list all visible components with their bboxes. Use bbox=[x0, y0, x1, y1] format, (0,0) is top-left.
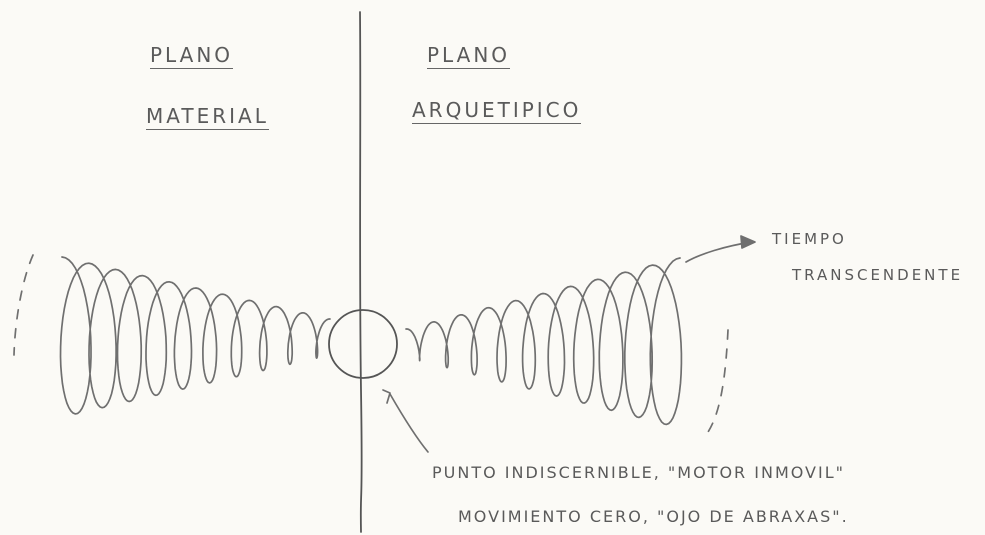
left-plane-title: PLANO bbox=[150, 43, 234, 69]
time-label-line2: TRANSCENDENTE bbox=[792, 266, 964, 284]
point-arrow-line bbox=[389, 393, 429, 453]
center-point-circle bbox=[328, 309, 398, 379]
time-label-line1: TIEMPO bbox=[772, 230, 847, 248]
right-plane-title: PLANO bbox=[427, 43, 511, 69]
point-label-line1: PUNTO INDISCERNIBLE, "MOTOR INMOVIL" bbox=[432, 463, 845, 482]
right-plane-subtitle: ARQUETIPICO bbox=[412, 98, 582, 124]
right-spiral bbox=[405, 257, 683, 426]
left-dashed-continuation bbox=[13, 254, 34, 356]
point-arrow-head bbox=[382, 389, 391, 404]
left-plane-subtitle: MATERIAL bbox=[146, 104, 269, 130]
time-arrow-head bbox=[740, 235, 756, 249]
point-label-line2: MOVIMIENTO CERO, "OJO DE ABRAXAS". bbox=[458, 507, 849, 526]
right-dashed-continuation bbox=[707, 329, 729, 433]
left-spiral bbox=[59, 256, 331, 415]
divider-line bbox=[359, 11, 363, 533]
